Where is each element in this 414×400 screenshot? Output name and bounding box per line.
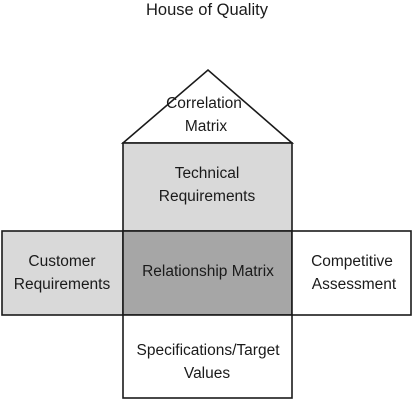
customer-label-line2: Requirements [14,276,111,293]
customer-label-line1: Customer [28,253,95,270]
competitive-label-line1: Competitive [311,253,393,270]
specifications-box [122,314,293,399]
specifications-label-line2: Values [184,365,230,382]
technical-requirements-box [122,142,293,232]
relationship-label: Relationship Matrix [142,263,274,280]
customer-requirements-box [1,230,124,316]
diagram-title: House of Quality [146,1,269,19]
roof-label-line1: Correlation [166,95,242,112]
competitive-assessment-box [291,230,412,316]
competitive-label-line2: Assessment [312,276,397,293]
technical-label-line2: Requirements [159,188,256,205]
specifications-label-line1: Specifications/Target [136,342,280,359]
relationship-matrix-box [122,230,293,316]
technical-label-line1: Technical [175,165,240,182]
roof-label-line2: Matrix [185,118,227,135]
